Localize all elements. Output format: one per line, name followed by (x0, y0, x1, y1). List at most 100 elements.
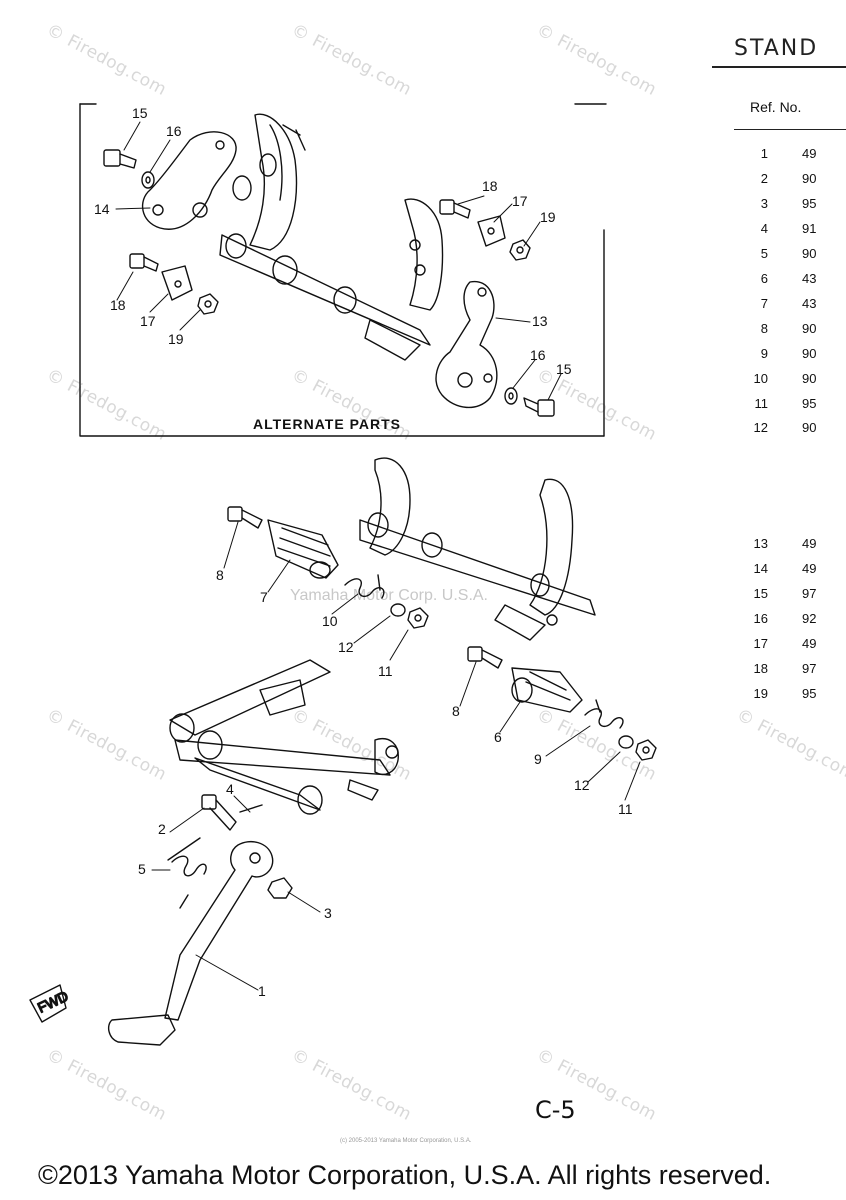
part-number: 90 (802, 346, 817, 361)
nut-19-left (197, 293, 219, 315)
part-number: 90 (802, 371, 817, 386)
part-number: 43 (802, 271, 817, 286)
callout-8: 8 (452, 703, 460, 719)
ref-number: 13 (753, 536, 768, 551)
nut-11-upper (407, 607, 429, 629)
part-number: 95 (802, 196, 817, 211)
ref-number: 18 (753, 661, 768, 676)
ref-number: 1 (760, 146, 768, 161)
bolt-15-left (103, 149, 137, 169)
part-number: 92 (802, 611, 817, 626)
ref-number: 11 (754, 396, 769, 411)
leader-lines-upper (115, 121, 562, 401)
swing-arm (169, 659, 399, 815)
alternate-parts-label: ALTERNATE PARTS (253, 416, 401, 432)
pivot-bolt-2 (201, 794, 237, 831)
callout-16: 16 (166, 123, 182, 139)
callout-19: 19 (168, 331, 184, 347)
fwd-arrow: FWD (29, 984, 71, 1023)
footrest-bracket-14 (141, 131, 237, 230)
ref-number: 17 (753, 636, 768, 651)
ref-number: 19 (753, 686, 768, 701)
callout-12: 12 (574, 777, 590, 793)
callout-15: 15 (132, 105, 148, 121)
header-rule (734, 129, 846, 130)
ref-no-header: Ref. No. (750, 99, 802, 115)
page-code: C-5 (535, 1096, 576, 1124)
nut-19-right (509, 239, 531, 261)
callout-16: 16 (530, 347, 546, 363)
part-number: 90 (802, 246, 817, 261)
center-watermark: Yamaha Motor Corp. U.S.A. (290, 587, 488, 604)
ref-number: 10 (753, 371, 768, 386)
bolt-18-left (129, 253, 159, 272)
spring-5 (167, 837, 207, 909)
nut-11-lower (635, 739, 657, 761)
ref-number: 2 (760, 171, 768, 186)
part-number: 49 (802, 146, 817, 161)
part-number: 97 (802, 586, 817, 601)
plate-17-left (161, 265, 193, 301)
ref-number: 9 (760, 346, 768, 361)
pin-4 (239, 804, 263, 813)
callout-17: 17 (512, 193, 528, 209)
spring-10 (344, 574, 385, 599)
nut-3 (267, 877, 293, 899)
side-stand-1 (107, 841, 274, 1046)
ref-number: 7 (760, 296, 768, 311)
part-number: 91 (802, 221, 817, 236)
callout-17: 17 (140, 313, 156, 329)
bolt-8-lower (467, 646, 503, 669)
page-title: STAND (734, 36, 819, 61)
callout-7: 7 (260, 589, 268, 605)
ref-number: 6 (760, 271, 768, 286)
footrest-6 (511, 667, 583, 713)
ref-number: 4 (760, 221, 768, 236)
callout-8: 8 (216, 567, 224, 583)
callout-11: 11 (378, 663, 393, 679)
washer-16-left (141, 171, 155, 189)
alternate-parts-box (79, 103, 607, 437)
spring-9 (584, 699, 624, 729)
washer-16-right (504, 387, 518, 405)
part-number: 49 (802, 536, 817, 551)
ref-number: 12 (753, 420, 768, 435)
callout-18: 18 (482, 178, 498, 194)
callout-15: 15 (556, 361, 572, 377)
part-number: 90 (802, 321, 817, 336)
callout-4: 4 (226, 781, 234, 797)
ref-number: 5 (760, 246, 768, 261)
callout-6: 6 (494, 729, 502, 745)
footrest-7 (267, 519, 339, 579)
callout-13: 13 (532, 313, 548, 329)
part-number: 49 (802, 636, 817, 651)
callout-3: 3 (324, 905, 332, 921)
frame-bracket-upper (219, 113, 444, 361)
part-number: 97 (802, 661, 817, 676)
callout-14: 14 (94, 201, 110, 217)
leader-lines-lower (151, 521, 641, 991)
ref-number: 14 (753, 561, 768, 576)
plate-17-right (477, 215, 506, 247)
ref-number: 15 (753, 586, 768, 601)
copyright-notice: ©2013 Yamaha Motor Corporation, U.S.A. A… (38, 1160, 772, 1190)
part-number: 43 (802, 296, 817, 311)
frame-lower (359, 457, 596, 641)
callout-5: 5 (138, 861, 146, 877)
ref-number: 16 (753, 611, 768, 626)
callout-10: 10 (322, 613, 338, 629)
part-number: 90 (802, 420, 817, 435)
ref-number: 3 (760, 196, 768, 211)
title-rule (712, 66, 846, 68)
bolt-8-upper (227, 506, 263, 529)
part-number: 95 (802, 396, 817, 411)
bolt-18-right (439, 199, 471, 219)
part-number: 90 (802, 171, 817, 186)
bolt-15-right (523, 397, 555, 417)
fine-print: (c) 2005-2013 Yamaha Motor Corporation, … (340, 1138, 472, 1144)
callout-2: 2 (158, 821, 166, 837)
part-number: 49 (802, 561, 817, 576)
callout-12: 12 (338, 639, 354, 655)
